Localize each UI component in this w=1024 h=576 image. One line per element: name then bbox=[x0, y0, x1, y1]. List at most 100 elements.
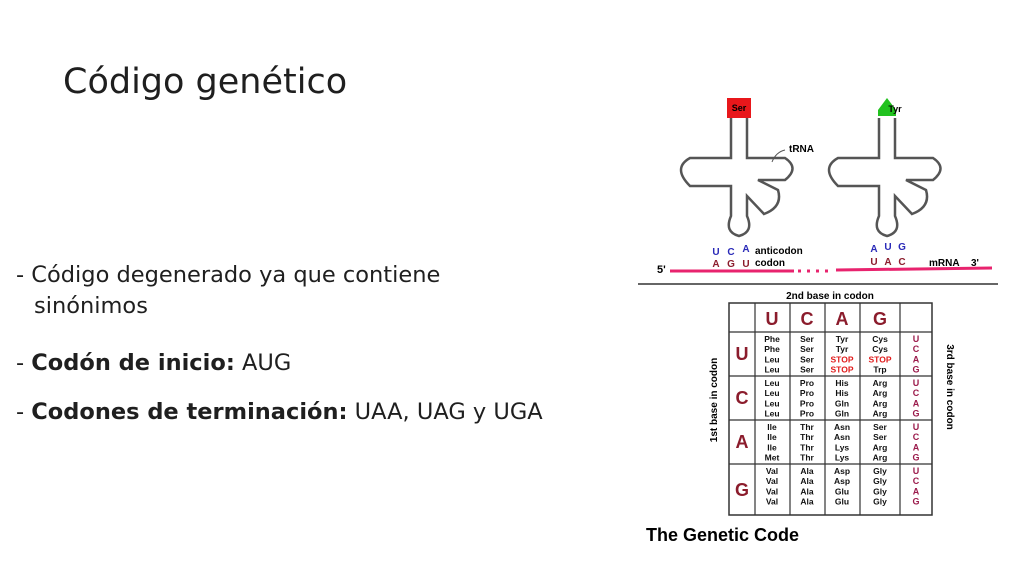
codon-cell-text: Gly bbox=[873, 476, 887, 486]
first-base-G: G bbox=[735, 480, 749, 500]
codon-cell-text: Thr bbox=[800, 432, 814, 442]
bullet-bold: Codones de terminación: bbox=[31, 399, 348, 425]
codon-cell-text: Ser bbox=[800, 334, 814, 344]
anticodon-left-1: U bbox=[712, 247, 719, 258]
codon-cell-text: Gly bbox=[873, 497, 887, 507]
codon-cell-text: Phe bbox=[764, 344, 780, 354]
codon-left-3: U bbox=[742, 259, 749, 270]
second-base-header: 2nd base in codon bbox=[786, 291, 874, 302]
codon-cell-text: Ala bbox=[800, 486, 814, 496]
third-base-header: 3rd base in codon bbox=[944, 344, 955, 430]
bullet-list: - Código degenerado ya que contiene sinó… bbox=[16, 260, 626, 454]
codon-cell-text: Ile bbox=[767, 432, 777, 442]
codon-cell-text: Thr bbox=[800, 422, 814, 432]
codon-cell-text: Leu bbox=[764, 365, 779, 375]
bullet-bold: Codón de inicio: bbox=[31, 350, 235, 376]
anticodon-right-1: A bbox=[870, 244, 877, 255]
codon-left-2: G bbox=[727, 259, 735, 270]
third-base-letter: C bbox=[913, 476, 920, 486]
bullet-text: Código degenerado ya que contiene bbox=[31, 262, 441, 288]
third-base-letter: U bbox=[913, 378, 920, 388]
trna-left bbox=[679, 118, 794, 238]
codon-cell-text: Val bbox=[766, 476, 778, 486]
trna-right bbox=[827, 118, 942, 238]
codon-cell-text: Lys bbox=[835, 442, 850, 452]
trna-pointer-line bbox=[771, 149, 786, 163]
third-base-letter: A bbox=[913, 486, 920, 496]
codon-cell-text: Ala bbox=[800, 497, 814, 507]
codon-cell-text: Asn bbox=[834, 432, 850, 442]
third-base-letter: G bbox=[912, 453, 919, 463]
first-base-header: 1st base in codon bbox=[709, 358, 720, 442]
third-base-letter: C bbox=[913, 388, 920, 398]
anticodon-label: anticodon bbox=[755, 246, 803, 257]
second-base-U: U bbox=[766, 309, 779, 329]
second-base-C: C bbox=[801, 309, 814, 329]
codon-cell-text: Leu bbox=[764, 378, 779, 388]
first-base-U: U bbox=[736, 344, 749, 364]
codon-cell-text: Thr bbox=[800, 442, 814, 452]
aa-label-right: Tyr bbox=[888, 104, 902, 114]
codon-right-3: C bbox=[898, 257, 905, 268]
codon-cell-text: Leu bbox=[764, 354, 779, 364]
third-base-letter: G bbox=[912, 409, 919, 419]
third-base-letter: A bbox=[913, 442, 920, 452]
bullet-text: AUG bbox=[234, 350, 292, 376]
codon-label: codon bbox=[755, 258, 785, 269]
third-base-letter: A bbox=[913, 354, 920, 364]
codon-cell-text: Phe bbox=[764, 334, 780, 344]
third-base-letter: G bbox=[912, 365, 919, 375]
codon-cell-text: Met bbox=[765, 453, 780, 463]
anticodon-right-2: U bbox=[884, 242, 891, 253]
table-border bbox=[728, 302, 933, 516]
codon-cell-text: Ser bbox=[800, 354, 814, 364]
anticodon-left-2: C bbox=[727, 247, 734, 258]
bullet-dash: - bbox=[16, 350, 32, 376]
first-base-A: A bbox=[736, 432, 749, 452]
codon-cell-text: Pro bbox=[800, 378, 814, 388]
bullet-text: UAA, UAG y UGA bbox=[347, 399, 543, 425]
anticodon-right-3: G bbox=[898, 242, 906, 253]
second-base-G: G bbox=[873, 309, 887, 329]
codon-cell-text: Arg bbox=[873, 388, 888, 398]
five-prime-label: 5' bbox=[657, 264, 666, 276]
slide-title: Código genético bbox=[63, 62, 348, 102]
codon-cell-text: STOP bbox=[869, 354, 892, 364]
codon-cell-text: Arg bbox=[873, 442, 888, 452]
codon-cell-text: Ile bbox=[767, 422, 777, 432]
codon-cell-text: Leu bbox=[764, 409, 779, 419]
codon-cell-text: Asn bbox=[834, 422, 850, 432]
codon-cell-text: Tyr bbox=[836, 344, 849, 354]
codon-cell-text: Pro bbox=[800, 398, 814, 408]
codon-cell-text: His bbox=[835, 388, 849, 398]
codon-cell-text: Gly bbox=[873, 486, 887, 496]
third-base-letter: U bbox=[913, 334, 920, 344]
third-base-letter: A bbox=[913, 398, 920, 408]
codon-cell-text: Ser bbox=[800, 344, 814, 354]
bullet-start-codon: - Codón de inicio: AUG bbox=[16, 348, 626, 379]
figure-caption: The Genetic Code bbox=[646, 525, 799, 545]
codon-cell-text: STOP bbox=[831, 365, 854, 375]
bullet-dash: - bbox=[16, 262, 32, 288]
bullet-degenerate: - Código degenerado ya que contiene sinó… bbox=[16, 260, 626, 322]
codon-left-1: A bbox=[712, 259, 719, 270]
codon-cell-text: Ser bbox=[800, 365, 814, 375]
bullet-dash: - bbox=[16, 399, 32, 425]
codon-cell-text: Asp bbox=[834, 476, 850, 486]
codon-cell-text: Arg bbox=[873, 409, 888, 419]
codon-cell-text: Pro bbox=[800, 409, 814, 419]
codon-cell-text: Val bbox=[766, 497, 778, 507]
codon-cell-text: Tyr bbox=[836, 334, 849, 344]
codon-cell-text: STOP bbox=[831, 354, 854, 364]
codon-cell-text: Trp bbox=[873, 365, 886, 375]
trna-label: tRNA bbox=[789, 144, 814, 155]
codon-right-2: A bbox=[884, 257, 891, 268]
codon-cell-text: Arg bbox=[873, 378, 888, 388]
codon-cell-text: Thr bbox=[800, 453, 814, 463]
amino-acid-shape-right bbox=[878, 98, 896, 116]
codon-cell-text: Cys bbox=[872, 334, 888, 344]
codon-cell-text: Cys bbox=[872, 344, 888, 354]
codon-cell-text: Glu bbox=[835, 497, 849, 507]
codon-cell-text: Gln bbox=[835, 409, 849, 419]
